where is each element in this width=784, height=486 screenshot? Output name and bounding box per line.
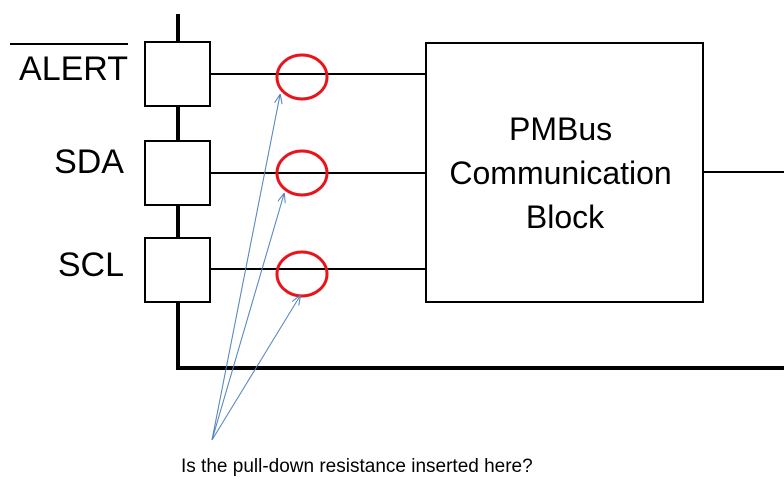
scl-pin-box xyxy=(144,237,211,303)
scl-pin-label: SCL xyxy=(58,246,124,284)
sda-pin-label: SDA xyxy=(54,143,124,181)
alert-highlight-ellipse xyxy=(275,53,329,101)
sda-pin-box xyxy=(144,140,211,206)
block-label-line-1: PMBus xyxy=(509,111,612,147)
alert-pin-label: ALERT xyxy=(19,50,128,88)
block-label-line-3: Block xyxy=(526,199,605,235)
sda-highlight-ellipse xyxy=(275,149,329,197)
arrow-to-sda xyxy=(211,194,284,441)
block-label-line-2: Communication xyxy=(449,155,671,191)
block-label: PMBus Communication Block xyxy=(449,111,680,235)
arrow-to-scl xyxy=(211,296,300,441)
scl-highlight-ellipse xyxy=(275,250,329,298)
question-text: Is the pull-down resistance inserted her… xyxy=(181,456,533,477)
pmbus-communication-block xyxy=(425,42,704,303)
alert-pin-box xyxy=(144,41,211,107)
arrow-to-alert xyxy=(211,95,280,441)
